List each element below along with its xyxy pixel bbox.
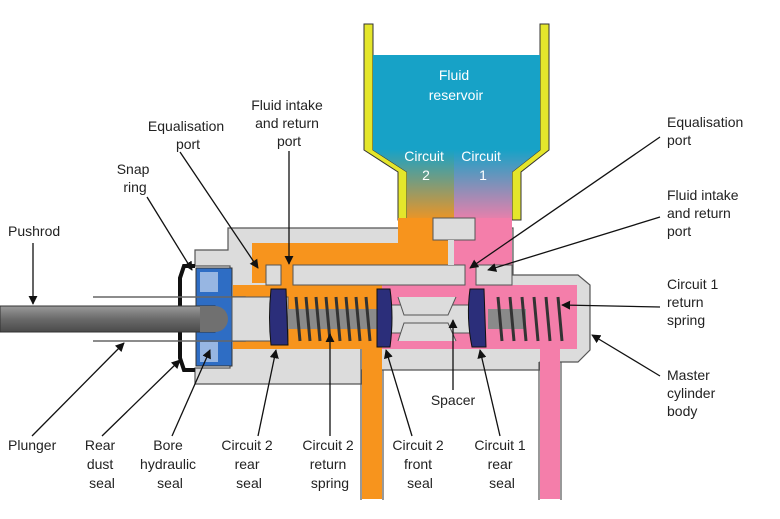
equalisation-port-right-label: Equalisation port — [667, 114, 747, 148]
spacer-label: Spacer — [431, 392, 476, 408]
circuit-1-label: Circuit 1 — [461, 148, 505, 183]
master-cylinder-body-label: Master cylinder body — [667, 367, 719, 419]
plunger-label: Plunger — [8, 437, 57, 453]
circuit-1-spring-shape — [488, 296, 564, 342]
circuit-2-spring-shape — [288, 296, 384, 342]
reservoir-label: Fluid reservoir — [429, 67, 484, 103]
circuit-1-return-spring-label: Circuit 1 return spring — [667, 276, 722, 328]
equalisation-port-left-label: Equalisation port — [148, 118, 228, 152]
bore-hydraulic-seal-label: Bore hydraulic seal — [140, 437, 200, 491]
seals — [269, 288, 487, 348]
fluid-intake-right-label: Fluid intake and return port — [667, 187, 742, 239]
circuit-2-rear-seal-label: Circuit 2 rear seal — [221, 437, 276, 491]
circuit-1-rear-seal-label: Circuit 1 rear seal — [474, 437, 529, 491]
fluid-reservoir — [363, 23, 550, 265]
circuit-2-return-spring-label: Circuit 2 return spring — [302, 437, 357, 491]
inner-walls — [265, 217, 513, 286]
spacer-shape — [397, 296, 457, 342]
pushrod-label: Pushrod — [8, 223, 60, 239]
pushrod-shape — [0, 305, 228, 333]
snap-ring-label: Snap ring — [117, 161, 154, 195]
circuit-2-front-seal-label: Circuit 2 front seal — [392, 437, 447, 491]
fluid-intake-left-label: Fluid intake and return port — [251, 97, 326, 149]
rear-dust-seal-label: Rear dust seal — [85, 437, 119, 491]
leader-arrows — [28, 136, 661, 437]
circuit-2-label: Circuit 2 — [404, 148, 448, 183]
